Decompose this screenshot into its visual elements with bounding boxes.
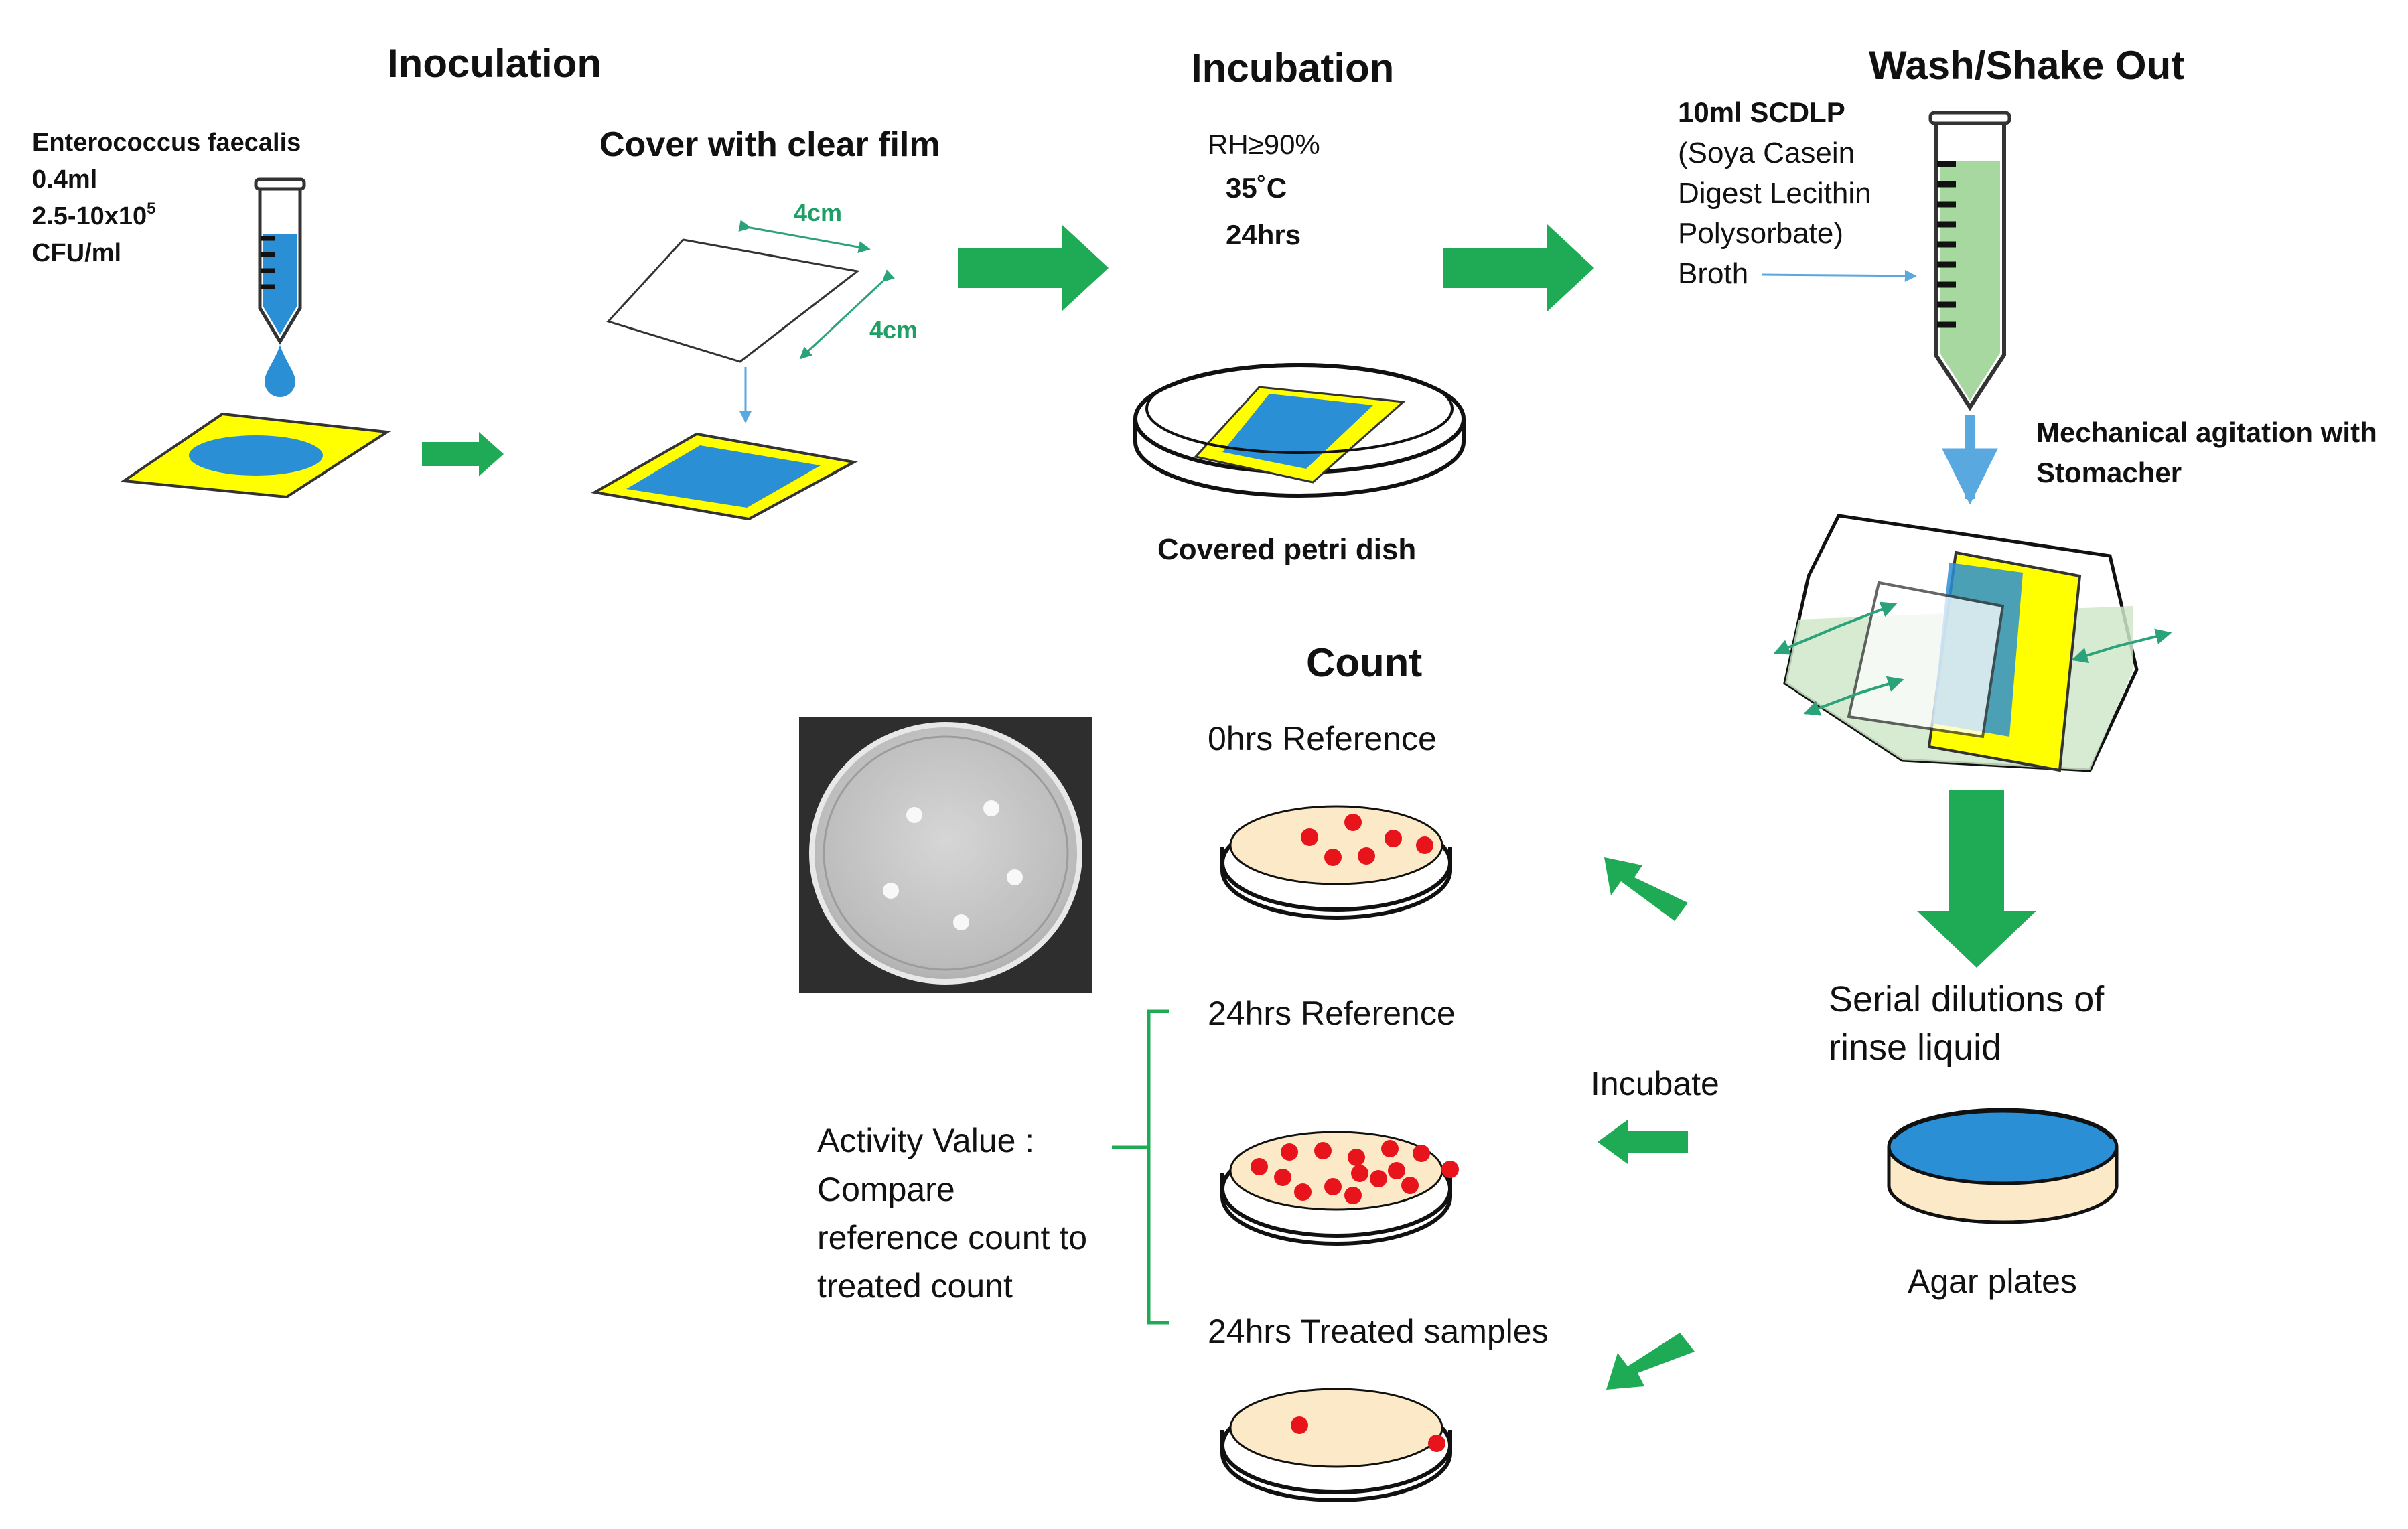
arrow-to-0h-reference	[1604, 857, 1688, 921]
organism-label: Enterococcus faecalis	[32, 129, 301, 157]
broth-name-line3: Digest Lecithin	[1678, 177, 1871, 210]
temperature-label: 35˚C	[1226, 172, 1287, 204]
colony-dot	[1301, 828, 1318, 846]
colony-dot	[1344, 814, 1362, 831]
inoculation-title: Inoculation	[387, 41, 601, 86]
inoculated-sample	[120, 412, 391, 499]
pipette-tube-icon	[254, 177, 306, 397]
broth-name-line5: Broth	[1678, 257, 1748, 290]
arrow-incubation-to-wash	[1443, 224, 1594, 311]
colony-dot	[1388, 1162, 1405, 1179]
agitation-label-line2: Stomacher	[2036, 457, 2182, 488]
colony-dot	[1385, 830, 1402, 847]
colonies-24h-reference	[1251, 1140, 1459, 1204]
colony-dot	[1324, 1178, 1342, 1195]
activity-line4: treated count	[817, 1267, 1013, 1305]
broth-volume-label: 10ml SCDLP	[1678, 96, 1845, 128]
plate-24h-treated	[1220, 1388, 1452, 1502]
film-height-label: 4cm	[869, 316, 918, 344]
stomacher-bag-icon	[1773, 514, 2172, 772]
covered-dish-label: Covered petri dish	[1157, 533, 1416, 566]
dilution-label-line2: rinse liquid	[1829, 1027, 2001, 1068]
colony-dot	[1344, 1187, 1362, 1204]
broth-name-line4: Polysorbate)	[1678, 217, 1843, 250]
colony-dot	[1416, 836, 1433, 854]
count-title: Count	[1306, 640, 1422, 685]
colonies-0h	[1301, 814, 1433, 866]
colony-dot	[1370, 1170, 1387, 1187]
colony-dot	[1314, 1142, 1332, 1159]
broth-tube-icon	[1928, 111, 2011, 411]
plate-24h-treated-label: 24hrs Treated samples	[1208, 1313, 1549, 1350]
activity-line3: reference count to	[817, 1219, 1087, 1256]
concentration-label: 2.5-10x105	[32, 200, 156, 230]
wash-broth-text: 10ml SCDLP (Soya Casein Digest Lecithin …	[1678, 96, 1917, 290]
conc-exponent: 5	[147, 200, 155, 218]
colony-dot	[1351, 1165, 1368, 1182]
colony-dot	[1428, 1435, 1445, 1452]
colonies-24h-treated	[1291, 1416, 1445, 1452]
film-width-label: 4cm	[794, 199, 842, 226]
colony-dot	[1294, 1183, 1312, 1201]
arrow-cover-to-incubation	[958, 224, 1109, 311]
activity-line2: Compare	[817, 1171, 955, 1208]
plate-0h-reference-label: 0hrs Reference	[1208, 720, 1437, 757]
cfu-label: CFU/ml	[32, 239, 121, 267]
activity-value-label: Activity Value :	[817, 1122, 1034, 1159]
dilution-label-line1: Serial dilutions of	[1829, 979, 2105, 1019]
agar-plate-photo	[799, 717, 1092, 993]
colony-dot	[1413, 1145, 1430, 1162]
colony-dot	[1381, 1140, 1399, 1157]
broth-name-line2: (Soya Casein	[1678, 137, 1855, 169]
colony-dot	[1358, 847, 1375, 865]
agar-plates-label: Agar plates	[1908, 1262, 2077, 1300]
inoculation-text: Enterococcus faecalis 0.4ml 2.5-10x105 C…	[32, 129, 301, 267]
humidity-label: RH≥90%	[1208, 129, 1320, 160]
colony-dot	[1441, 1161, 1459, 1178]
colony-dot	[1348, 1149, 1365, 1166]
droplet-icon	[265, 345, 295, 397]
cover-title: Cover with clear film	[599, 125, 940, 164]
colony-dot	[1291, 1416, 1308, 1434]
agar-plate-icon	[1887, 1108, 2119, 1224]
agitation-label-line1: Mechanical agitation with	[2036, 417, 2377, 448]
duration-label: 24hrs	[1226, 219, 1301, 250]
arrow-stomacher-to-dilution	[1917, 790, 2036, 968]
activity-bracket	[1112, 1009, 1169, 1325]
covered-petri-dish-icon	[1133, 363, 1466, 498]
arrow-inoculate-to-cover	[422, 432, 504, 476]
volume-label: 0.4ml	[32, 165, 97, 194]
clear-film: 4cm 4cm	[606, 199, 918, 423]
conc-base: 2.5-10x10	[32, 202, 147, 230]
incubation-title: Incubation	[1191, 46, 1394, 90]
plate-24h-reference-label: 24hrs Reference	[1208, 995, 1456, 1032]
colony-dot	[1251, 1158, 1268, 1175]
arrow-to-24h-treated	[1606, 1333, 1695, 1390]
colony-dot	[1401, 1177, 1419, 1194]
colony-dot	[1281, 1143, 1298, 1161]
incubate-label: Incubate	[1591, 1065, 1719, 1102]
incubation-conditions: RH≥90% 35˚C 24hrs	[1208, 129, 1320, 250]
covered-sample	[591, 432, 858, 521]
arrow-agar-to-24h-reference	[1598, 1120, 1688, 1164]
wash-title: Wash/Shake Out	[1869, 43, 2184, 88]
colony-dot	[1324, 849, 1342, 866]
colony-dot	[1274, 1169, 1291, 1186]
